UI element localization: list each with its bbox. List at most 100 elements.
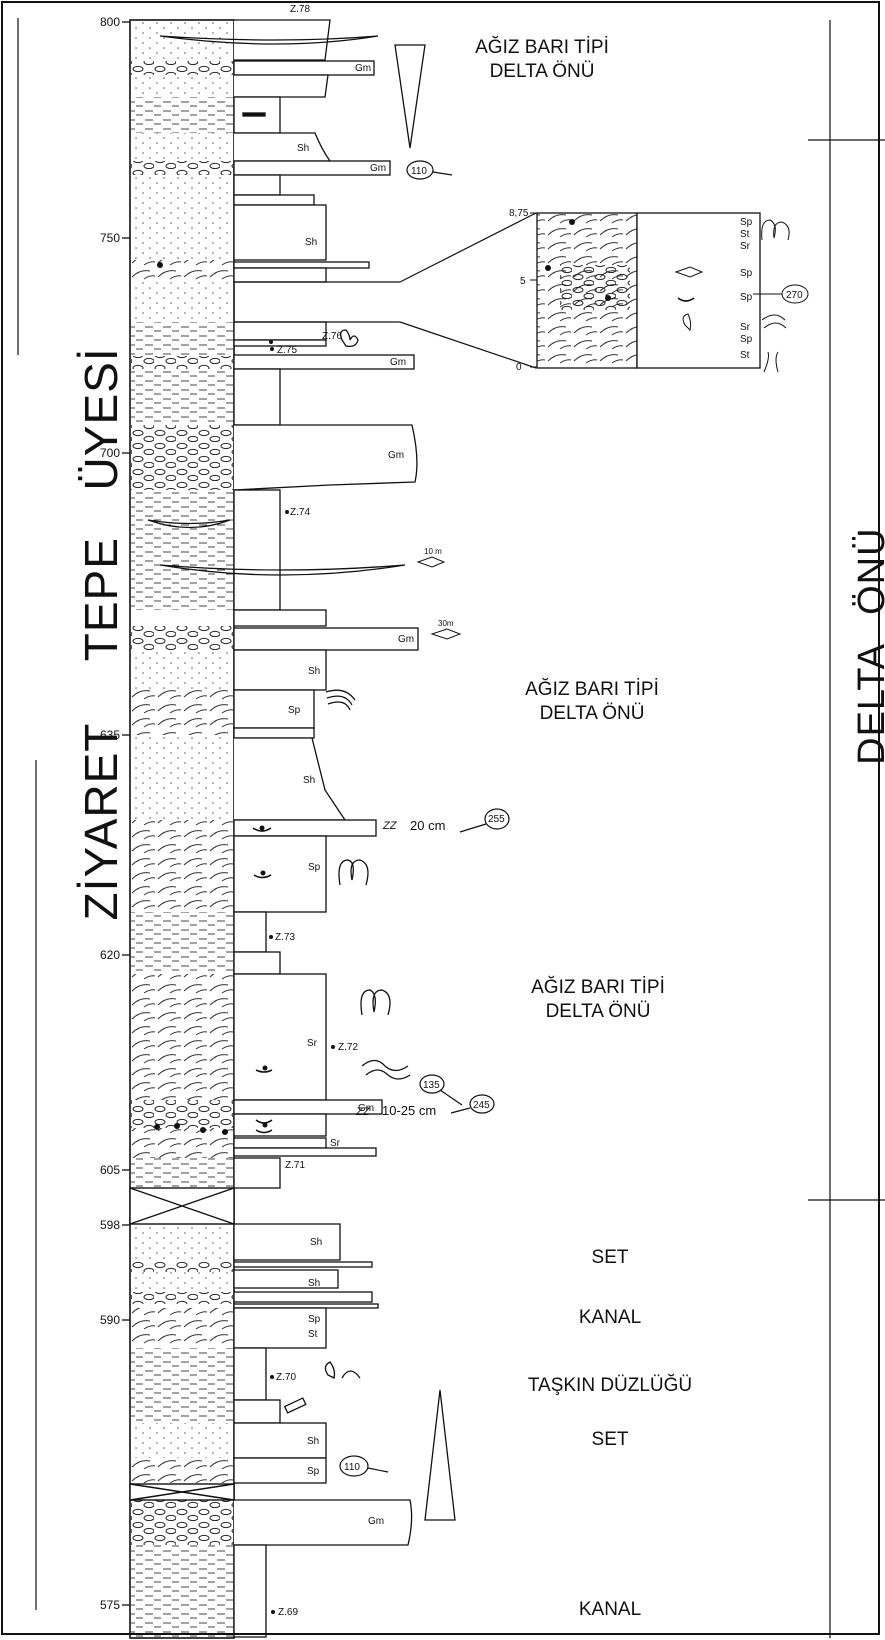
environment-line: AĞIZ BARI TİPİ [475, 37, 609, 58]
sandstone-bed [131, 75, 233, 97]
grain-size-profile [233, 19, 419, 1638]
inset-scale-label: 0 [516, 362, 522, 373]
lithology-fills [131, 20, 233, 1637]
environment-line: DELTA ÖNÜ [539, 703, 645, 724]
cross-bedded-bed [131, 820, 233, 836]
environment-line: TAŞKIN DÜZLÜĞÜ [527, 1375, 693, 1396]
clast-dots [154, 262, 273, 1135]
inset-code: Sr [740, 241, 751, 252]
conglomerate-bed [131, 356, 233, 369]
paleocurrent-value: 255 [488, 814, 505, 825]
sample-label: Z.75 [277, 345, 297, 356]
environment-label: AĞIZ BARI TİPİ DELTA ÖNÜ [462, 36, 622, 84]
environment-line: KANAL [578, 1307, 642, 1328]
inset-code: Sr [740, 322, 751, 333]
zone-word: DELTA [851, 643, 885, 765]
formation-name: ÜYESİ [20, 347, 128, 518]
environment-label: KANAL [550, 1598, 670, 1622]
formation-word: ÜYESİ [75, 347, 127, 491]
facies-code: Sr [307, 1038, 318, 1049]
inset-paleocurrent: 270 [786, 290, 803, 301]
facies-code: Gm [370, 163, 386, 174]
facies-code: Sp [288, 705, 301, 716]
sandstone-bed [131, 133, 233, 161]
facies-code: Gm [358, 1103, 374, 1114]
thickness-note: ZZ [355, 1106, 371, 1118]
inset-code: Sp [740, 334, 753, 345]
sandstone-bed [131, 735, 233, 820]
cross-bedded-bed [131, 1308, 233, 1348]
conglomerate-bed [131, 1100, 233, 1128]
inset-code: Sp [740, 268, 753, 279]
facies-codes: Gm Sh Gm Sh Gm Gm Gm Sh Sp Sh Sp Sr Gm S… [288, 63, 414, 1527]
cross-bedded-bed [131, 836, 233, 912]
facies-code: Gm [388, 450, 404, 461]
cross-bedded-bed [131, 260, 233, 282]
sample-dots [269, 347, 335, 1614]
environment-label: TAŞKIN DÜZLÜĞÜ [510, 1374, 710, 1398]
inset-detail [536, 212, 809, 373]
paleocurrent-value: 110 [344, 1462, 360, 1473]
thickness-note: 20 cm [410, 818, 445, 833]
facies-code: Sh [310, 1237, 322, 1248]
sandstone-bed [131, 1225, 233, 1260]
paleocurrent-value: 135 [423, 1080, 440, 1091]
paleocurrent-value: 110 [411, 166, 427, 177]
facies-zone-name: DELTA [808, 643, 885, 788]
cross-bedded-bed [131, 690, 233, 735]
facies-code: Sh [297, 143, 309, 154]
environment-label: KANAL [550, 1306, 670, 1330]
environment-line: DELTA ÖNÜ [545, 1001, 651, 1022]
environment-label: SET [550, 1428, 670, 1452]
paleocurrent-markers: 110 255 135 245 110 [339, 160, 510, 1477]
conglomerate-bed [131, 61, 233, 75]
sandstone-bed [131, 1272, 233, 1290]
zone-dividers [17, 18, 885, 1638]
depth-label: 575 [100, 1598, 120, 1612]
facies-code: Sh [307, 1436, 319, 1447]
environment-line: SET [591, 1429, 629, 1450]
facies-code: Gm [355, 63, 371, 74]
mudstone-bed [131, 97, 233, 133]
mudstone-bed [131, 490, 233, 610]
environment-label: AĞIZ BARI TİPİ DELTA ÖNÜ [512, 678, 672, 726]
facies-code: Sp [308, 1314, 321, 1325]
environment-line: DELTA ÖNÜ [489, 61, 595, 82]
sandstone-bed [131, 175, 233, 260]
conglomerate-bed [131, 626, 233, 650]
environment-label: AĞIZ BARI TİPİ DELTA ÖNÜ [518, 976, 678, 1024]
inset-scale: 8,75 5 0 [509, 208, 537, 373]
thickness-note: ZZ [382, 820, 398, 832]
sample-label: Z.73 [275, 932, 295, 943]
conglomerate-bed [131, 1262, 233, 1272]
inset-connectors [234, 212, 537, 369]
covered-interval [129, 1187, 235, 1501]
facies-code: St [308, 1329, 318, 1340]
thickness-note: 30m [438, 619, 454, 628]
mudstone-bed [131, 369, 233, 425]
environment-line: SET [591, 1247, 629, 1268]
sandstone-bed [131, 650, 233, 690]
conglomerate-bed [131, 161, 233, 175]
facies-code: Sp [308, 862, 321, 873]
facies-code: Sh [308, 666, 320, 677]
depth-label: 598 [100, 1218, 120, 1232]
zone-word: ÖNÜ [851, 527, 885, 615]
sample-label: Z.71 [285, 1160, 305, 1171]
inset-codes: Sp St Sr Sp Sp Sr Sp St 270 [740, 217, 803, 361]
sample-label: Z.78 [290, 4, 310, 15]
facies-code: Sh [303, 775, 315, 786]
depth-ticks [122, 21, 130, 1606]
facies-code: Gm [398, 634, 414, 645]
formation-name: TEPE [20, 537, 128, 688]
facies-code: Sh [308, 1278, 320, 1289]
lens-features [147, 35, 406, 576]
facies-code: Gm [368, 1516, 384, 1527]
thickness-note: 10 m [424, 547, 442, 556]
depth-label: 620 [100, 948, 120, 962]
depth-label: 700 [100, 446, 120, 460]
mudstone-bed [131, 1158, 233, 1188]
sandstone-bed [131, 20, 233, 60]
facies-zone-name: ÖNÜ [808, 527, 885, 638]
